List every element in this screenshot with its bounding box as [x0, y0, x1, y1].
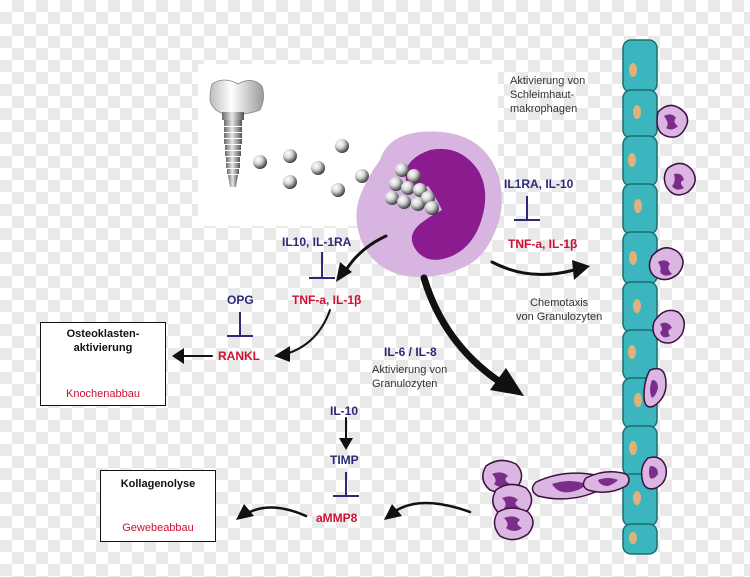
label-il10: IL-10	[330, 404, 359, 418]
label-tnf-il1b-right: TNF-a, IL-1β	[508, 237, 578, 251]
box-kollagenolyse: Kollagenolyse Gewebeabbau	[100, 470, 216, 542]
label-il6-il8: IL-6 / IL-8	[384, 345, 437, 359]
label-ammp8: aMMP8	[316, 511, 358, 525]
note-aktivierung-granulozyten: Aktivierung von Granulozyten	[372, 364, 448, 390]
label-rankl: RANKL	[218, 349, 260, 363]
label-tnf-il1b-left: TNF-a, IL-1β	[292, 293, 362, 307]
macrophage-cell	[356, 131, 502, 277]
arrows	[95, 234, 590, 520]
epithelium-column	[622, 39, 658, 555]
particles	[253, 139, 369, 197]
inhibition-bars	[227, 196, 540, 497]
note-aktivierung-schleimhaut: Aktivierung von Schleimhaut- makrophagen	[510, 75, 586, 115]
note-chemotaxis: Chemotaxis von Granulozyten	[516, 297, 603, 323]
label-il10-il1ra: IL10, IL-1RA	[282, 235, 352, 249]
granulocytes-tissue	[482, 459, 630, 541]
box-osteoklasten-title: Osteoklasten- aktivierung	[66, 328, 140, 354]
label-timp: TIMP	[330, 453, 359, 467]
granulocytes-epithelium	[640, 104, 696, 490]
box-kollagenolyse-title: Kollagenolyse	[120, 478, 196, 490]
box-kollagenolyse-result: Gewebeabbau	[122, 522, 194, 534]
dental-implant-icon	[209, 79, 264, 187]
label-opg: OPG	[227, 293, 254, 307]
box-osteoklasten-result: Knochenabbau	[65, 388, 140, 400]
box-osteoklasten: Osteoklasten- aktivierung Knochenabbau	[40, 322, 166, 406]
label-il1ra-il10: IL1RA, IL-10	[504, 177, 574, 191]
